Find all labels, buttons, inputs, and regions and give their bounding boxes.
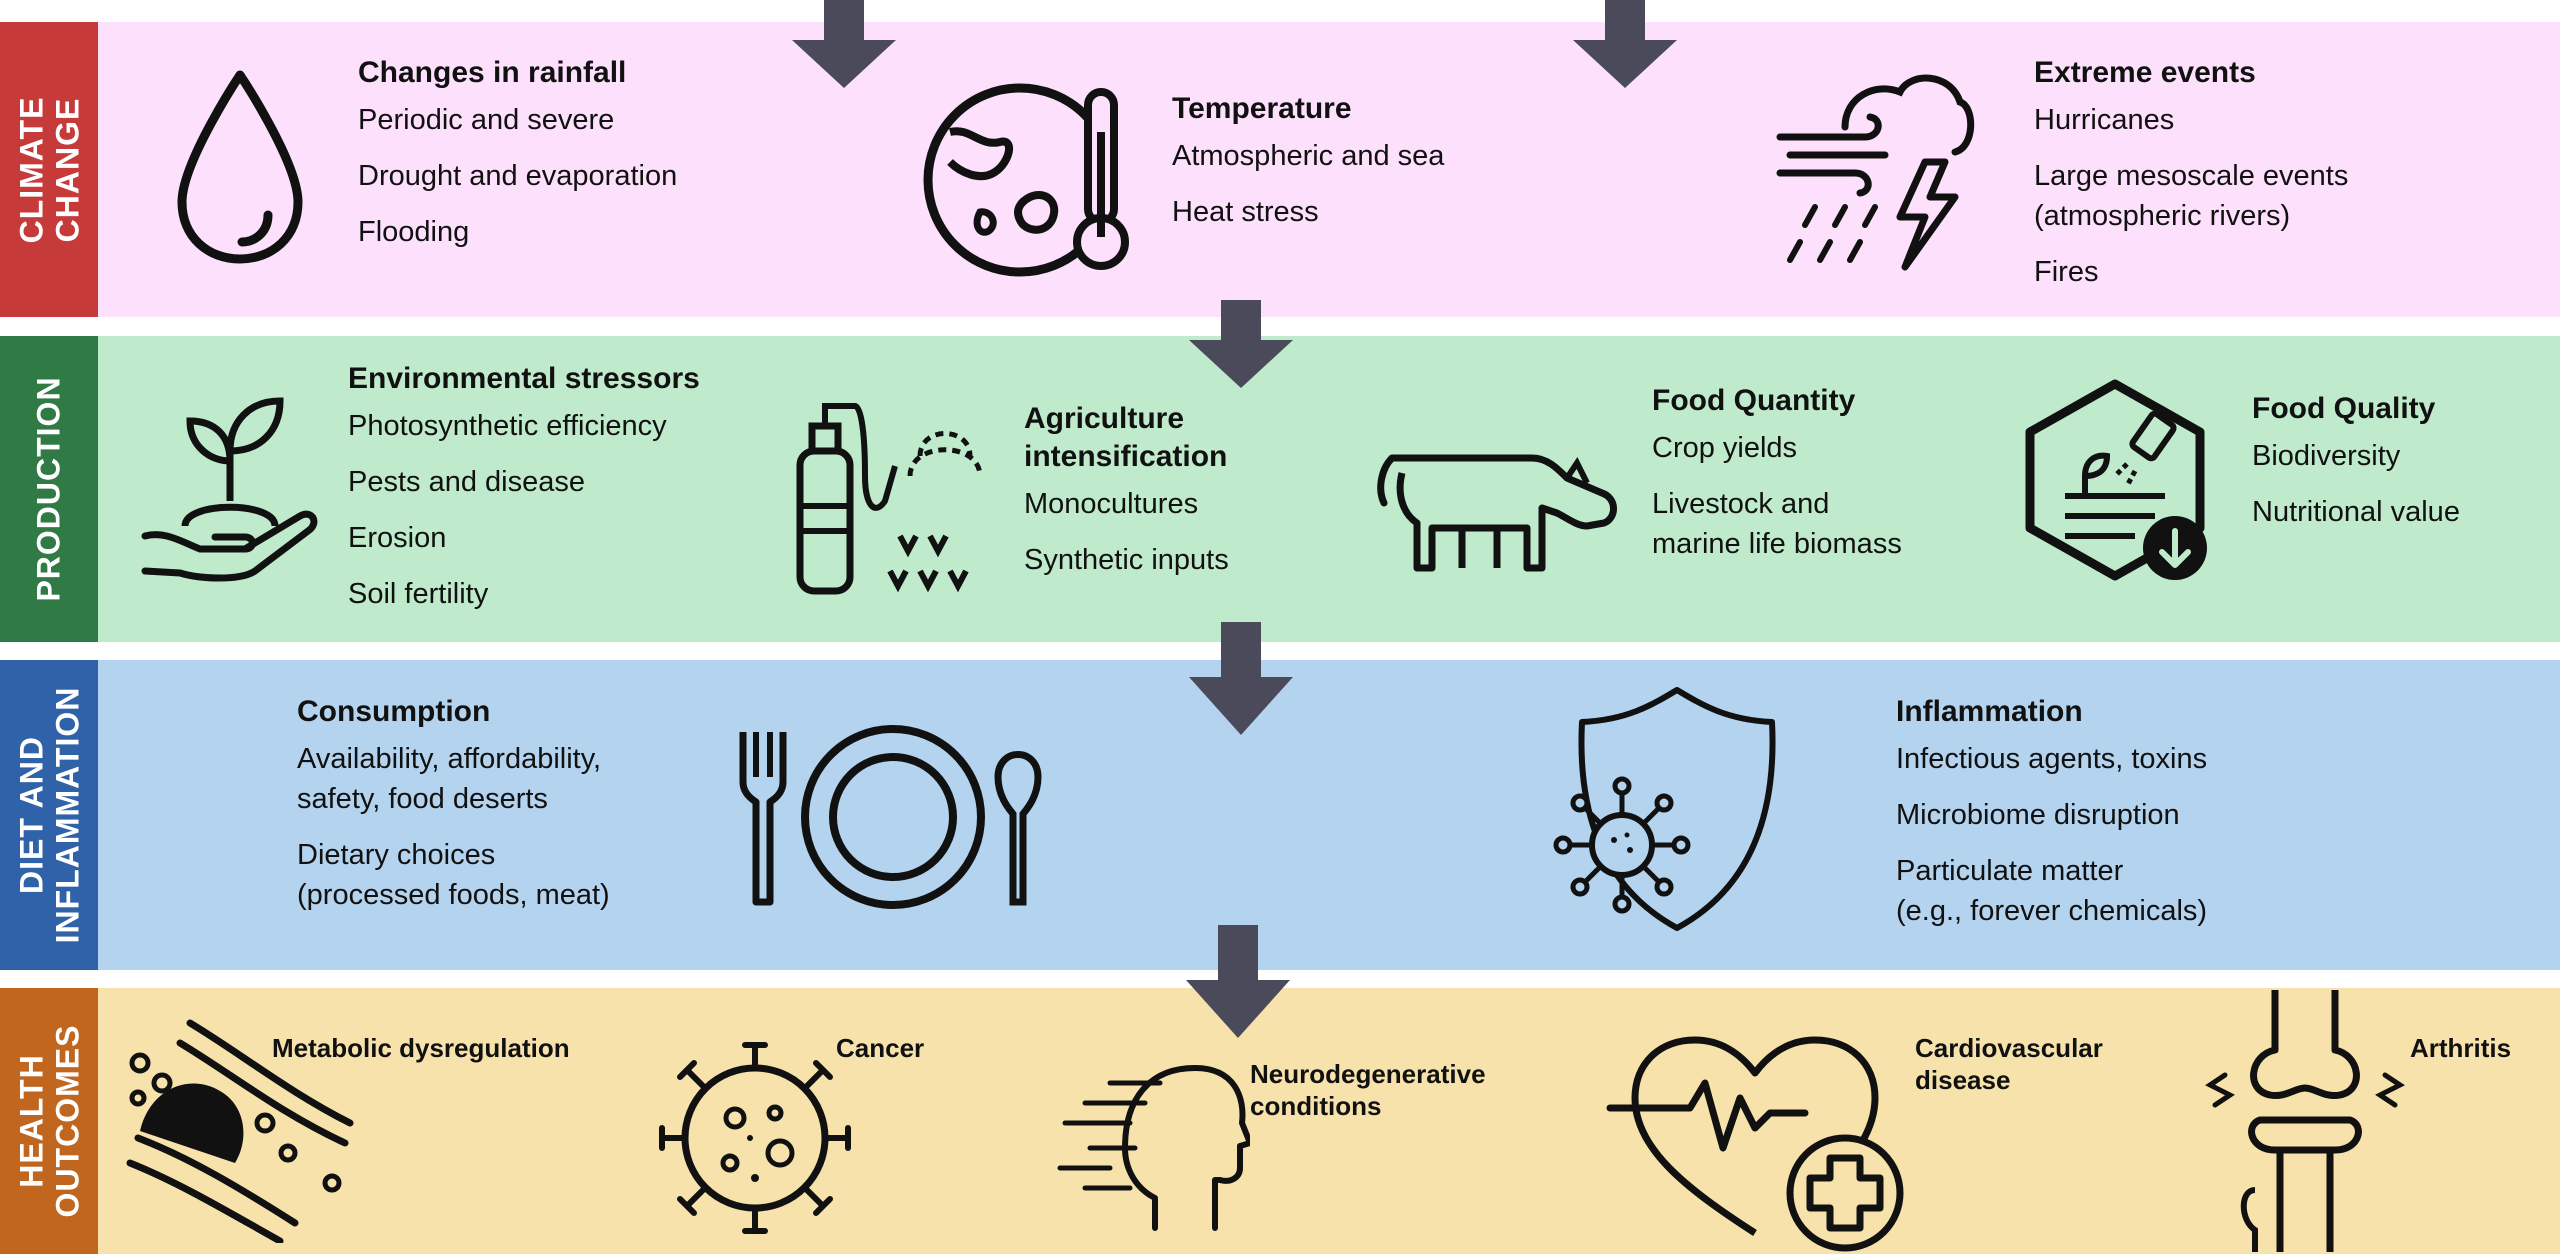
head-profile-icon [1050,1038,1250,1238]
block-title: Consumption [297,695,491,728]
globe-thermometer-icon [920,72,1140,282]
band-climate-change: CLIMATE CHANGE Changes in rainfall Perio… [0,22,2560,317]
block-item: Atmospheric and sea [1172,140,1445,172]
block-environmental-stressors: Environmental stressors Photosynthetic e… [348,360,700,614]
block-item: Fires [2034,256,2099,288]
block-item: Crop yields [1652,432,1798,464]
band-label-text: PRODUCTION [31,376,68,602]
block-title: Extreme events [2034,56,2256,89]
sprayer-icon [790,396,990,596]
down-arrow-icon [1189,622,1293,735]
cow-icon [1372,418,1622,578]
block-item: Livestock and marine life biomass [1652,488,1902,560]
block-item: Soil fertility [348,578,489,610]
block-item: Heat stress [1172,196,1319,228]
band-health-outcomes: HEALTH OUTCOMES Metabolic dysregulation [0,988,2560,1254]
heart-plus-icon [1605,1028,1905,1253]
shield-virus-icon [1542,680,1812,940]
joint-icon [2205,990,2405,1252]
storm-icon [1775,67,1975,277]
block-title: Food Quantity [1652,384,1856,417]
block-item: Periodic and severe [358,104,615,136]
droplet-icon [170,67,310,267]
block-consumption: Consumption Availability, affordability,… [297,693,610,915]
block-inflammation: Inflammation Infectious agents, toxins M… [1896,693,2207,931]
sprout-hand-icon [140,391,320,591]
band-label-health: HEALTH OUTCOMES [0,988,98,1254]
block-title: Food Quality [2252,392,2436,425]
down-arrow-icon [1189,300,1293,388]
block-item: Hurricanes [2034,104,2175,136]
band-label-production: PRODUCTION [0,336,98,642]
band-label-text: HEALTH OUTCOMES [13,1024,86,1218]
block-temperature: Temperature Atmospheric and sea Heat str… [1172,90,1444,232]
block-item: Flooding [358,216,470,248]
block-agriculture-intensification: Agriculture intensification Monocultures… [1024,400,1229,580]
block-item: Drought and evaporation [358,160,678,192]
block-item: Dietary choices (processed foods, meat) [297,839,610,911]
band-background [98,988,2560,1254]
cancer-cell-icon [650,1033,860,1243]
block-title: Agriculture intensification [1024,402,1228,473]
block-title: Inflammation [1896,695,2083,728]
block-title: Environmental stressors [348,362,700,395]
block-item: Infectious agents, toxins [1896,743,2208,775]
block-item: Nutritional value [2252,496,2460,528]
block-item: Synthetic inputs [1024,544,1229,576]
band-label-diet: DIET AND INFLAMMATION [0,660,98,970]
block-food-quality: Food Quality Biodiversity Nutritional va… [2252,390,2460,532]
down-arrow-icon [792,0,896,88]
plate-cutlery-icon [728,722,1058,912]
block-extreme-events: Extreme events Hurricanes Large mesoscal… [2034,54,2348,292]
block-item: Large mesoscale events (atmospheric rive… [2034,160,2349,232]
block-title: Temperature [1172,92,1352,125]
band-background [98,660,2560,970]
band-background [98,22,2560,317]
health-title-cardiovascular: Cardiovascular disease [1915,1033,2103,1095]
band-label-text: DIET AND INFLAMMATION [13,686,85,944]
band-production: PRODUCTION Environmental stressors Photo… [0,336,2560,642]
health-title-arthritis: Arthritis [2410,1033,2512,1063]
block-item: Microbiome disruption [1896,799,2180,831]
health-title-metabolic: Metabolic dysregulation [272,1033,570,1063]
block-item: Biodiversity [2252,440,2401,472]
band-background [98,336,2560,642]
quality-hexagon-icon [2015,376,2215,591]
block-changes-in-rainfall: Changes in rainfall Periodic and severe … [358,54,677,252]
down-arrow-icon [1573,0,1677,88]
blood-vessel-icon [120,1013,360,1243]
block-item: Photosynthetic efficiency [348,410,667,442]
block-food-quantity: Food Quantity Crop yields Livestock and … [1652,382,1902,564]
block-item: Erosion [348,522,447,554]
band-label-text: CLIMATE CHANGE [13,96,86,243]
block-item: Pests and disease [348,466,585,498]
band-label-climate: CLIMATE CHANGE [0,22,98,317]
down-arrow-icon [1186,925,1290,1038]
block-title: Changes in rainfall [358,56,627,89]
block-item: Availability, affordability, safety, foo… [297,743,602,815]
health-title-cancer: Cancer [836,1033,925,1063]
block-item: Monocultures [1024,488,1199,520]
block-item: Particulate matter (e.g., forever chemic… [1896,855,2208,927]
health-title-neurodegenerative: Neurodegenerative conditions [1250,1059,1486,1121]
band-diet-and-inflammation: DIET AND INFLAMMATION Consumption Availa… [0,660,2560,970]
